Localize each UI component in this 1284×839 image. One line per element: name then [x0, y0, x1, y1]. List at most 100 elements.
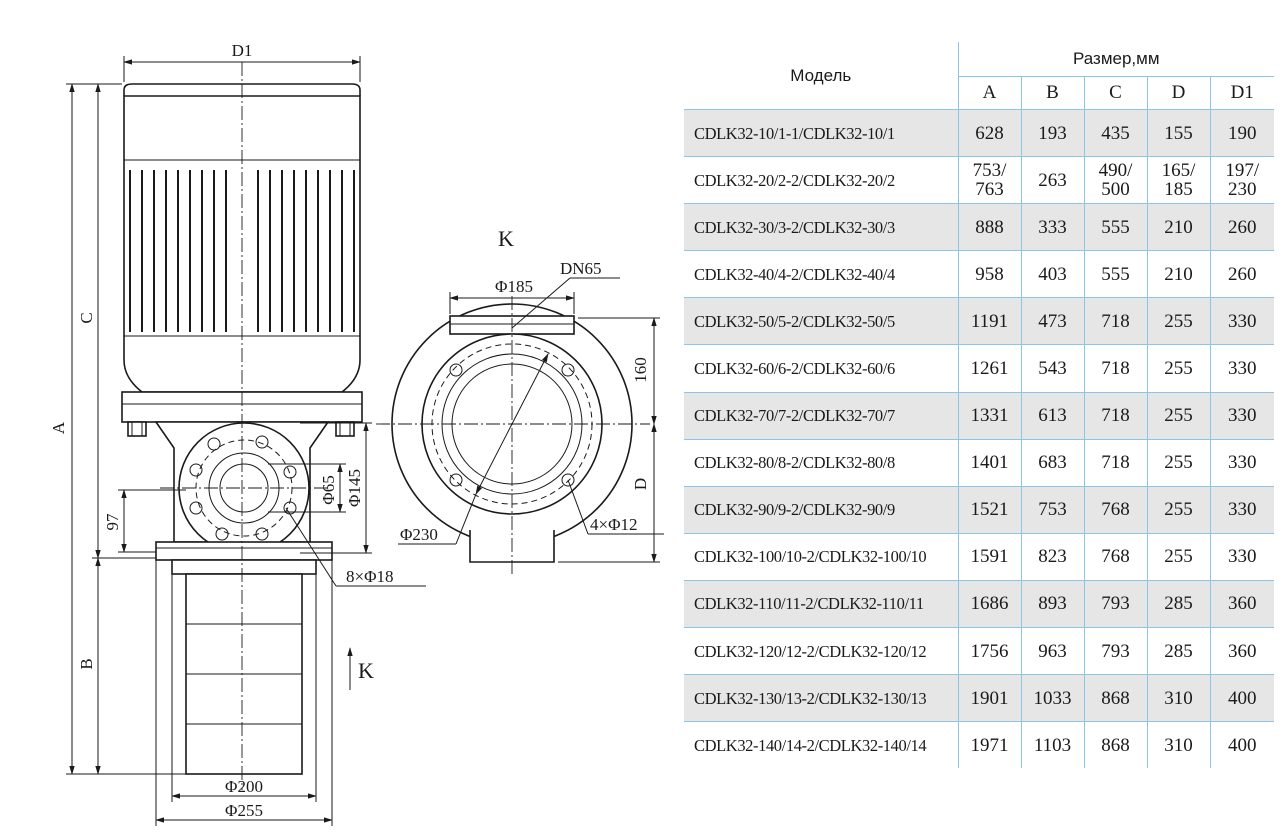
dimension-value: 768 [1101, 546, 1130, 568]
dimension-cell-a: 1971 [958, 721, 1022, 769]
dimension-cell-d1: 360 [1210, 579, 1274, 628]
dimension-cell-d: 210 [1147, 203, 1211, 251]
dimension-cell-a: 958 [958, 250, 1022, 298]
dimension-cell-d: 285 [1147, 579, 1211, 628]
dimension-cell-d1: 400 [1210, 674, 1274, 722]
dimension-value: 255 [1164, 358, 1193, 380]
model-cell: CDLK32-80/8-2/CDLK32-80/8 [684, 438, 959, 487]
dimension-cell-d1: 330 [1210, 532, 1274, 581]
dimension-cell-d: 155 [1147, 108, 1211, 157]
dimension-value: 1521 [970, 499, 1009, 521]
bolts-4-label: 4×Φ12 [590, 515, 638, 534]
model-cell: CDLK32-90/9-2/CDLK32-90/9 [684, 485, 959, 534]
dimension-cell-b: 1033 [1021, 674, 1085, 722]
dimension-cell-b: 263 [1021, 156, 1085, 204]
dimension-cell-b: 403 [1021, 250, 1085, 298]
dimension-value: 403 [1038, 263, 1067, 285]
dimension-cell-b: 473 [1021, 297, 1085, 345]
dimension-cell-c: 718 [1084, 391, 1148, 440]
dimension-cell-d: 255 [1147, 485, 1211, 534]
model-cell: CDLK32-40/4-2/CDLK32-40/4 [684, 250, 959, 298]
dimension-value: 400 [1228, 687, 1257, 709]
dimension-cell-d1: 330 [1210, 438, 1274, 487]
dimension-cell-d: 255 [1147, 297, 1211, 345]
dimension-value: 330 [1228, 358, 1257, 380]
dimension-value: 1191 [970, 310, 1009, 332]
dim-phi200-label: Φ200 [225, 777, 263, 796]
dimension-value: 490/ 500 [1098, 160, 1133, 201]
dimension-value: 868 [1101, 734, 1130, 756]
dimension-value: 868 [1101, 687, 1130, 709]
dimension-value: 1901 [970, 687, 1009, 709]
dim-d-label: D [631, 478, 650, 490]
dimension-cell-d: 210 [1147, 250, 1211, 298]
dimension-value: 263 [1038, 169, 1067, 191]
dimension-cell-c: 718 [1084, 344, 1148, 393]
dimension-cell-a: 1901 [958, 674, 1022, 722]
dim-b-label: B [77, 658, 96, 669]
dimension-cell-a: 1521 [958, 485, 1022, 534]
dimension-cell-b: 823 [1021, 532, 1085, 581]
dimension-value: 1103 [1033, 734, 1072, 756]
dimension-value: 193 [1038, 122, 1067, 144]
dimension-cell-a: 1686 [958, 579, 1022, 628]
column-header-c: C [1084, 76, 1148, 110]
dimension-value: 793 [1101, 593, 1130, 615]
dimension-value: 255 [1164, 546, 1193, 568]
table-row: CDLK32-130/13-2/CDLK32-130/13 1901 1033 868… [684, 674, 1274, 722]
dimension-value: 260 [1228, 263, 1257, 285]
dim-phi65-label: Φ65 [319, 475, 338, 504]
dimension-cell-d: 165/ 185 [1147, 156, 1211, 204]
dimension-value: 893 [1038, 593, 1067, 615]
view-k-arrow-label: K [358, 658, 374, 683]
dimension-cell-d1: 260 [1210, 250, 1274, 298]
dimension-cell-a: 1591 [958, 532, 1022, 581]
model-cell: CDLK32-60/6-2/CDLK32-60/6 [684, 344, 959, 393]
pump-dimension-drawing: D1 A C B 97 Φ65 Φ145 8×Φ18 Φ200 Φ255 K K [49, 41, 664, 826]
column-header-d1: D1 [1230, 82, 1254, 103]
dimension-value: 255 [1164, 405, 1193, 427]
dim-phi145-label: Φ145 [345, 469, 364, 507]
dimension-value: 753/ 763 [972, 160, 1007, 201]
model-cell: CDLK32-130/13-2/CDLK32-130/13 [684, 674, 959, 722]
dimension-value: 718 [1101, 310, 1130, 332]
dimension-value: 1401 [970, 452, 1009, 474]
dimension-cell-d1: 330 [1210, 485, 1274, 534]
dimension-value: 1756 [970, 640, 1009, 662]
dimension-cell-d: 285 [1147, 627, 1211, 675]
dim-97-label: 97 [103, 513, 122, 531]
dim-d1-label: D1 [232, 41, 253, 60]
dimension-cell-c: 490/ 500 [1084, 156, 1148, 204]
dimension-value: 330 [1228, 405, 1257, 427]
model-cell: CDLK32-100/10-2/CDLK32-100/10 [684, 532, 959, 581]
dimension-value: 888 [975, 216, 1004, 238]
dimension-cell-a: 1261 [958, 344, 1022, 393]
dimension-cell-c: 793 [1084, 579, 1148, 628]
dimension-value: 613 [1038, 405, 1067, 427]
dimension-value: 400 [1228, 734, 1257, 756]
dimension-value: 1033 [1033, 687, 1072, 709]
dimension-cell-d1: 400 [1210, 721, 1274, 769]
dimension-cell-c: 555 [1084, 203, 1148, 251]
dimension-cell-a: 628 [958, 108, 1022, 157]
dimension-cell-c: 868 [1084, 721, 1148, 769]
dimension-value: 197/ 230 [1225, 160, 1260, 201]
dimension-value: 555 [1101, 263, 1130, 285]
dimension-cell-a: 1401 [958, 438, 1022, 487]
dimension-cell-c: 768 [1084, 485, 1148, 534]
dimension-value: 360 [1228, 593, 1257, 615]
dimension-value: 210 [1164, 263, 1193, 285]
dimension-value: 255 [1164, 452, 1193, 474]
dimension-value: 1261 [970, 358, 1009, 380]
motor-cooling-fins [129, 170, 355, 332]
